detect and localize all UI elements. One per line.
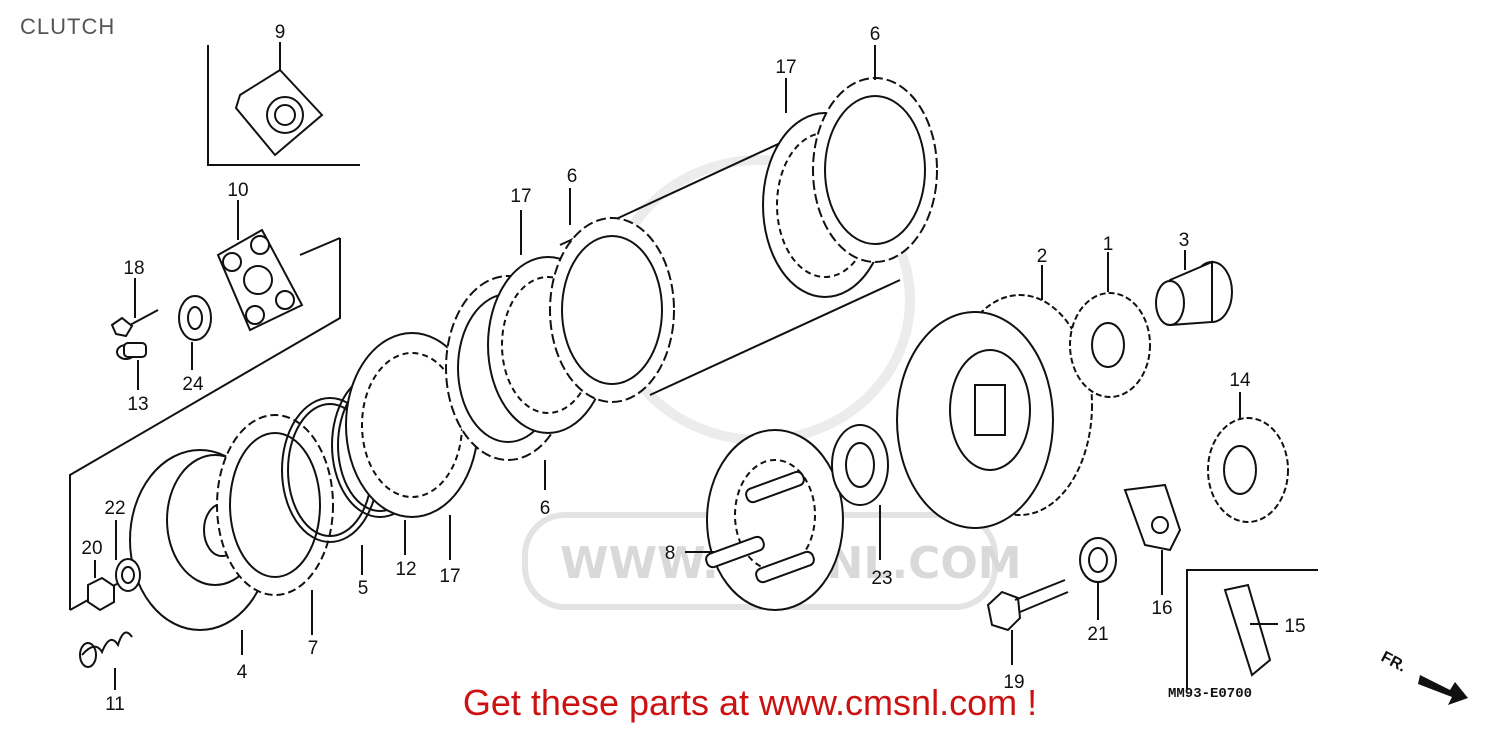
label-19: 19	[1003, 672, 1024, 693]
part-labels: 9 10 18 13 24 6 17 6 17 2 1 3 14 6 8 23 …	[81, 22, 1305, 715]
label-10: 10	[227, 180, 248, 201]
label-11: 11	[105, 694, 125, 715]
part-9-flange	[234, 68, 324, 157]
part-2-clutch-outer	[896, 294, 1093, 529]
label-24: 24	[182, 374, 204, 395]
promo-text: Get these parts at www.cmsnl.com !	[462, 682, 1038, 723]
part-16-lock-plate	[1123, 483, 1182, 552]
part-6-disc-b	[549, 217, 675, 403]
label-20: 20	[81, 538, 102, 559]
label-22: 22	[104, 498, 125, 519]
label-8: 8	[665, 543, 676, 564]
part-1-gear	[1069, 292, 1151, 398]
part-24-bearing	[178, 295, 212, 341]
label-6-low: 6	[540, 498, 551, 519]
label-15: 15	[1284, 616, 1305, 637]
label-6-top: 6	[870, 24, 881, 45]
label-17-mid: 17	[510, 186, 531, 207]
part-10-damper	[216, 228, 304, 332]
part-23-washer	[831, 424, 889, 506]
part-14-gear	[1207, 417, 1289, 523]
label-7: 7	[308, 638, 319, 659]
part-19-bolt	[986, 579, 1069, 632]
leader-lines	[94, 42, 1278, 690]
part-7-plate	[216, 414, 334, 596]
label-3: 3	[1179, 230, 1190, 251]
part-3-collar	[1155, 260, 1233, 327]
part-11-spring	[79, 631, 133, 668]
part-15-guide	[1223, 583, 1272, 677]
arrow-icon	[1418, 675, 1468, 705]
label-13: 13	[127, 394, 148, 415]
label-6-mid: 6	[567, 166, 578, 187]
label-2: 2	[1037, 246, 1048, 267]
label-17-low: 17	[439, 566, 460, 587]
part-13-pin	[116, 342, 147, 360]
label-12: 12	[395, 559, 416, 580]
label-21: 21	[1087, 624, 1108, 645]
fr-label: FR.	[1378, 649, 1409, 676]
label-18: 18	[123, 258, 144, 279]
label-1: 1	[1103, 234, 1114, 255]
diagram-title: CLUTCH	[20, 14, 116, 39]
part-21-washer	[1079, 537, 1117, 583]
part-8-clutch-center	[705, 429, 844, 611]
label-4: 4	[237, 662, 248, 683]
part-6-disc-c	[812, 77, 938, 263]
part-20-nut	[87, 576, 115, 612]
diagram-code: MM93-E0700	[1168, 686, 1252, 702]
part-18-bolt	[110, 309, 159, 338]
label-23: 23	[871, 568, 892, 589]
label-16: 16	[1151, 598, 1172, 619]
label-17-top: 17	[775, 57, 796, 78]
label-9: 9	[275, 22, 286, 43]
label-5: 5	[358, 578, 369, 599]
part-22-washer	[115, 558, 141, 592]
label-14: 14	[1229, 370, 1251, 391]
